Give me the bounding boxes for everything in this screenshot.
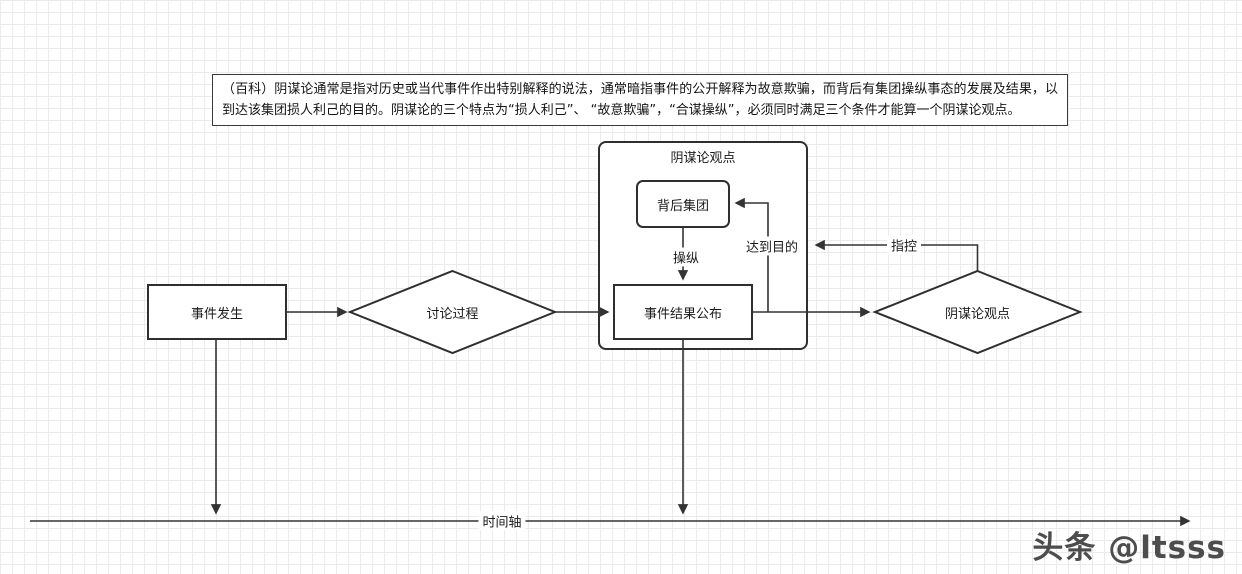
node-discussion-diamond[interactable] [347, 269, 558, 355]
node-conspiracy-view-diamond[interactable] [872, 269, 1083, 355]
arrow-view-accuse-container[interactable] [814, 239, 979, 271]
edge-label-timeline: 时间轴 [478, 511, 526, 531]
node-event-result[interactable]: 事件结果公布 [613, 284, 753, 340]
node-behind-group-label: 背后集团 [656, 198, 709, 214]
edge-label-accuse: 指控 [886, 235, 922, 255]
node-event-occurs[interactable]: 事件发生 [147, 284, 287, 340]
node-event-result-label: 事件结果公布 [643, 306, 722, 322]
edge-label-achieve-goal: 达到目的 [741, 236, 803, 256]
description-text: （百科）阴谋论通常是指对历史或当代事件作出特别解释的说法，通常暗指事件的公开解释… [222, 82, 1058, 118]
edge-label-manipulate: 操纵 [668, 247, 704, 267]
node-event-occurs-label: 事件发生 [190, 306, 243, 322]
node-behind-group[interactable]: 背后集团 [636, 180, 730, 228]
watermark-text: 头条 @ltsss [1032, 530, 1226, 566]
description-box[interactable]: （百科）阴谋论通常是指对历史或当代事件作出特别解释的说法，通常暗指事件的公开解释… [212, 74, 1068, 126]
conspiracy-container-title: 阴谋论观点 [670, 151, 736, 166]
arrow-result-achieve-goal-group[interactable] [734, 197, 769, 312]
